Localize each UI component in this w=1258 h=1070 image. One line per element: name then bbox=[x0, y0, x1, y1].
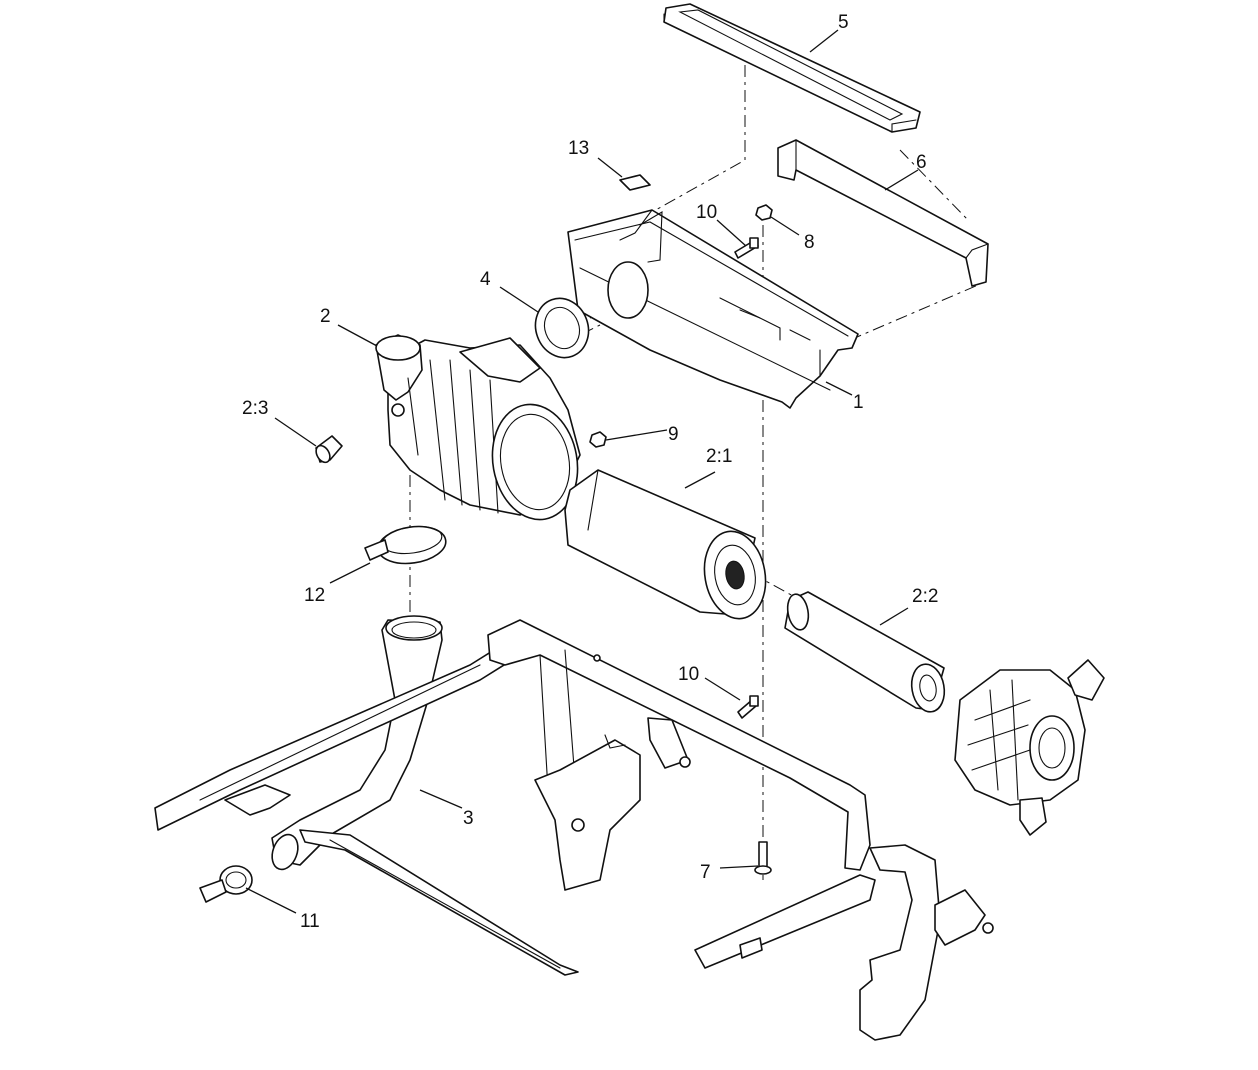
part-2-1-primary-filter bbox=[564, 469, 767, 620]
part-3-intake-hose bbox=[271, 615, 443, 871]
callout-1: 1 bbox=[853, 392, 864, 413]
part-2-3-valve-cap bbox=[315, 435, 343, 464]
part-8-nut bbox=[755, 204, 773, 221]
callout-13: 13 bbox=[568, 138, 589, 159]
callout-6: 6 bbox=[916, 152, 927, 173]
part-7-bolt bbox=[754, 841, 772, 875]
part-10-bolt-lower bbox=[737, 695, 759, 719]
callout-12: 12 bbox=[304, 585, 325, 606]
callout-2-3: 2:3 bbox=[242, 398, 268, 419]
part-12-hose-clamp bbox=[364, 525, 447, 565]
callout-4: 4 bbox=[480, 269, 491, 290]
part-11-clamp bbox=[199, 865, 253, 903]
mounting-frame bbox=[154, 619, 994, 1041]
callout-2-2: 2:2 bbox=[912, 586, 938, 607]
callout-2-1: 2:1 bbox=[706, 446, 732, 467]
callout-8: 8 bbox=[804, 232, 815, 253]
part-13-decal bbox=[619, 174, 651, 191]
part-6-side-seal bbox=[777, 139, 989, 287]
part-5-top-pad bbox=[663, 3, 921, 133]
part-2-air-cleaner-housing bbox=[375, 334, 581, 521]
part-10-bolt-upper bbox=[734, 237, 759, 259]
callout-11: 11 bbox=[300, 911, 320, 932]
callout-10-lower: 10 bbox=[678, 664, 699, 685]
leader-lines bbox=[245, 29, 919, 914]
callout-9: 9 bbox=[668, 424, 679, 445]
callout-10-upper: 10 bbox=[696, 202, 717, 223]
callout-3: 3 bbox=[463, 808, 474, 829]
callout-5: 5 bbox=[838, 12, 849, 33]
callout-2: 2 bbox=[320, 306, 331, 327]
part-9-nut bbox=[589, 431, 607, 448]
callout-7: 7 bbox=[700, 862, 711, 883]
callouts: 5 6 13 10 8 4 2 2:3 1 9 2:1 12 2:2 10 3 … bbox=[242, 12, 938, 932]
part-1-bracket-tray bbox=[567, 209, 859, 409]
air-cleaner-cover bbox=[954, 659, 1105, 836]
part-2-2-safety-filter bbox=[784, 591, 946, 713]
part-4-gasket bbox=[534, 297, 590, 359]
